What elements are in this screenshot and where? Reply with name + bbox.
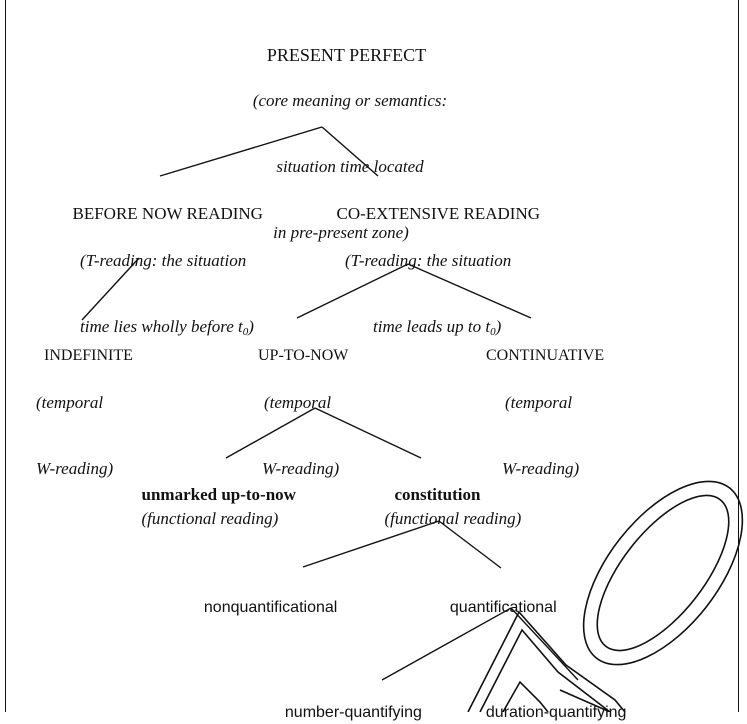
before-now-title: BEFORE NOW READING [72, 204, 263, 223]
edge-root-before-now [159, 126, 323, 177]
watermark-letter-a [467, 610, 626, 712]
edge-co-extensive-continuative [407, 263, 532, 319]
gloss-line-2: situation time located [276, 157, 424, 176]
unmarked-gloss: (functional reading) [133, 486, 279, 530]
co-extensive-title: CO-EXTENSIVE READING [336, 204, 541, 223]
node-before-now-reading: BEFORE NOW READING [64, 181, 263, 225]
before-now-gloss: (T-reading: the situation time lies whol… [80, 206, 254, 360]
watermark-letter-o [582, 480, 744, 666]
edge-constitution-nonquant [302, 520, 440, 568]
before-now-line-1: (T-reading: the situation [80, 251, 247, 270]
node-quantificational: quantificational [441, 575, 557, 619]
up-to-now-line-1: (temporal [264, 393, 332, 412]
present-perfect-title: PRESENT PERFECT [266, 45, 427, 65]
node-nonquantificational: nonquantificational [195, 575, 337, 619]
gloss-line-1: (core meaning or semantics: [252, 91, 448, 110]
unmarked-title: unmarked up-to-now [141, 485, 296, 504]
constitution-gloss: (functional reading) [376, 486, 522, 530]
edge-constitution-quant [438, 520, 502, 569]
indefinite-gloss: (temporal W-reading) [36, 348, 113, 502]
co-extensive-line-2: time leads up to t0) [373, 317, 502, 338]
indefinite-line-2: W-reading) [36, 459, 114, 478]
up-to-now-gloss: (temporal W-reading) [262, 348, 339, 502]
edge-up-to-now-constitution [314, 407, 422, 459]
edge-co-extensive-up-to-now [296, 263, 409, 319]
diagram-frame [5, 0, 739, 712]
continuative-gloss: (temporal W-reading) [502, 348, 579, 502]
continuative-title: CONTINUATIVE [486, 347, 605, 364]
edge-quant-duration [510, 607, 579, 681]
node-number-quantifying: number-quantifying [276, 680, 422, 724]
before-now-line-2: time lies wholly before t0) [80, 317, 254, 338]
indefinite-line-1: (temporal [36, 393, 104, 412]
node-up-to-now: UP-TO-NOW [250, 323, 348, 367]
constitution-sub: (functional reading) [384, 509, 522, 528]
nonquant-title: nonquantificational [203, 599, 338, 616]
co-extensive-line-1: (T-reading: the situation [345, 251, 512, 270]
edge-before-now-indefinite [81, 257, 140, 321]
node-unmarked-up-to-now: unmarked up-to-now [133, 462, 296, 506]
quant-title: quantificational [449, 599, 557, 616]
continuative-line-1: (temporal [505, 393, 573, 412]
duration-q-title: duration-quantifying [485, 704, 627, 721]
node-co-extensive-reading: CO-EXTENSIVE READING [328, 181, 541, 225]
number-q-title: number-quantifying [284, 704, 422, 721]
edge-quant-number [381, 607, 512, 681]
node-duration-quantifying: duration-quantifying [477, 680, 627, 724]
edge-up-to-now-unmarked [225, 407, 316, 459]
unmarked-sub: (functional reading) [141, 509, 279, 528]
watermark-ao [467, 480, 744, 712]
node-indefinite: INDEFINITE [36, 323, 133, 367]
gloss-line-3: in pre-present zone) [273, 223, 409, 242]
node-present-perfect: PRESENT PERFECT [212, 22, 472, 66]
constitution-title: constitution [394, 485, 481, 504]
up-to-now-line-2: W-reading) [262, 459, 340, 478]
node-constitution: constitution [386, 462, 481, 506]
indefinite-title: INDEFINITE [44, 347, 133, 364]
node-continuative: CONTINUATIVE [478, 323, 604, 367]
present-perfect-gloss: (core meaning or semantics: situation ti… [200, 46, 500, 266]
co-extensive-gloss: (T-reading: the situation time leads up … [345, 206, 511, 360]
continuative-line-2: W-reading) [502, 459, 580, 478]
up-to-now-title: UP-TO-NOW [258, 347, 349, 364]
edge-root-co-extensive [321, 126, 379, 177]
